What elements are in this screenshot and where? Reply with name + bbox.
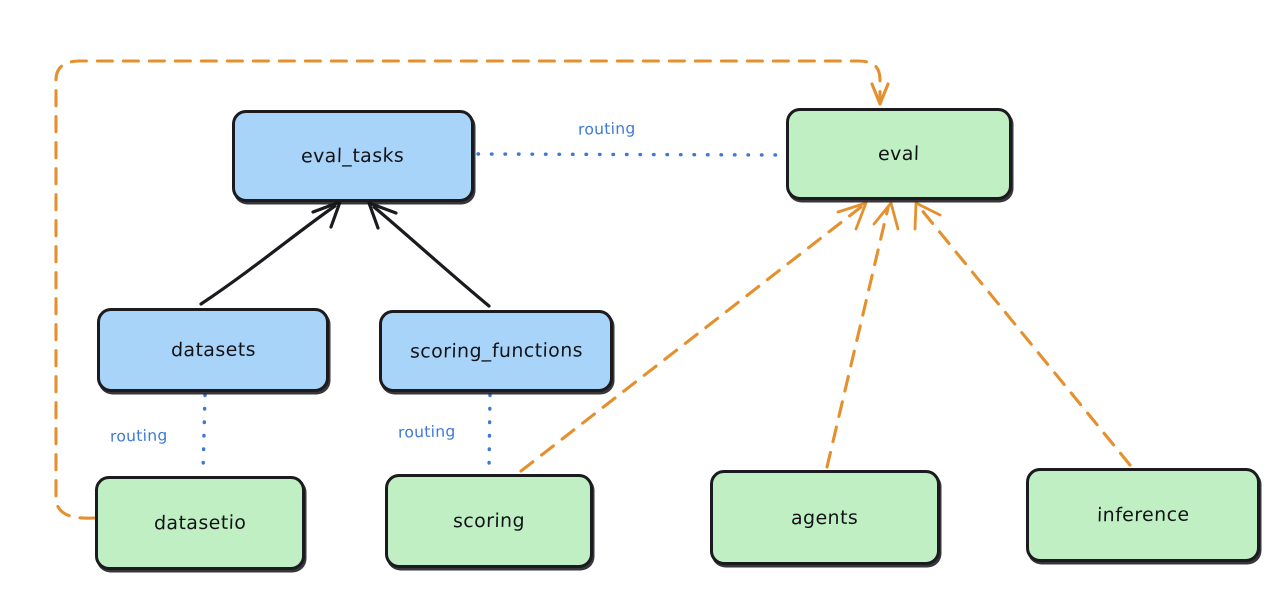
- node-eval-tasks[interactable]: eval_tasks: [232, 110, 474, 202]
- node-inference[interactable]: inference: [1026, 468, 1260, 562]
- arrowhead-inference-eval: [913, 201, 942, 231]
- node-label-eval: eval: [877, 142, 921, 166]
- edge-agents-to-eval: [825, 201, 900, 469]
- node-label-datasetio: datasetio: [153, 511, 247, 535]
- edge-scoring-functions-to-eval-tasks: [367, 201, 491, 308]
- edge-datasets-to-eval-tasks: [199, 200, 342, 306]
- edge-datasets-to-datasetio: [201, 393, 207, 474]
- node-scoring-functions[interactable]: scoring_functions: [379, 310, 613, 392]
- arrowhead-scoring-functions-eval-tasks: [367, 201, 398, 230]
- node-label-agents: agents: [791, 506, 859, 529]
- arrowhead-datasets-eval-tasks: [311, 200, 342, 229]
- node-label-scoring: scoring: [452, 509, 526, 533]
- node-datasets[interactable]: datasets: [97, 308, 329, 392]
- node-label-inference: inference: [1096, 503, 1190, 527]
- node-agents[interactable]: agents: [710, 470, 940, 565]
- arrowhead-agents-eval: [872, 201, 900, 231]
- edge-label-routing-eval-tasks: routing: [577, 119, 636, 139]
- node-label-eval-tasks: eval_tasks: [301, 144, 405, 168]
- node-scoring[interactable]: scoring: [385, 474, 593, 568]
- edge-label-routing-scoring: routing: [397, 422, 456, 442]
- node-eval[interactable]: eval: [786, 108, 1012, 200]
- edge-scoring-functions-to-scoring: [487, 393, 492, 472]
- arrowhead-scoring-eval: [836, 201, 868, 231]
- arrowhead-datasetio-eval: [870, 82, 890, 106]
- edge-eval-tasks-to-eval: [476, 152, 784, 157]
- node-label-scoring-functions: scoring_functions: [409, 339, 583, 363]
- edge-scoring-to-eval: [519, 201, 868, 473]
- node-datasetio[interactable]: datasetio: [95, 476, 305, 570]
- node-label-datasets: datasets: [170, 338, 256, 362]
- edge-inference-to-eval: [913, 201, 1132, 467]
- edge-datasetio-to-eval: [54, 59, 890, 520]
- edge-label-routing-datasets: routing: [109, 426, 168, 446]
